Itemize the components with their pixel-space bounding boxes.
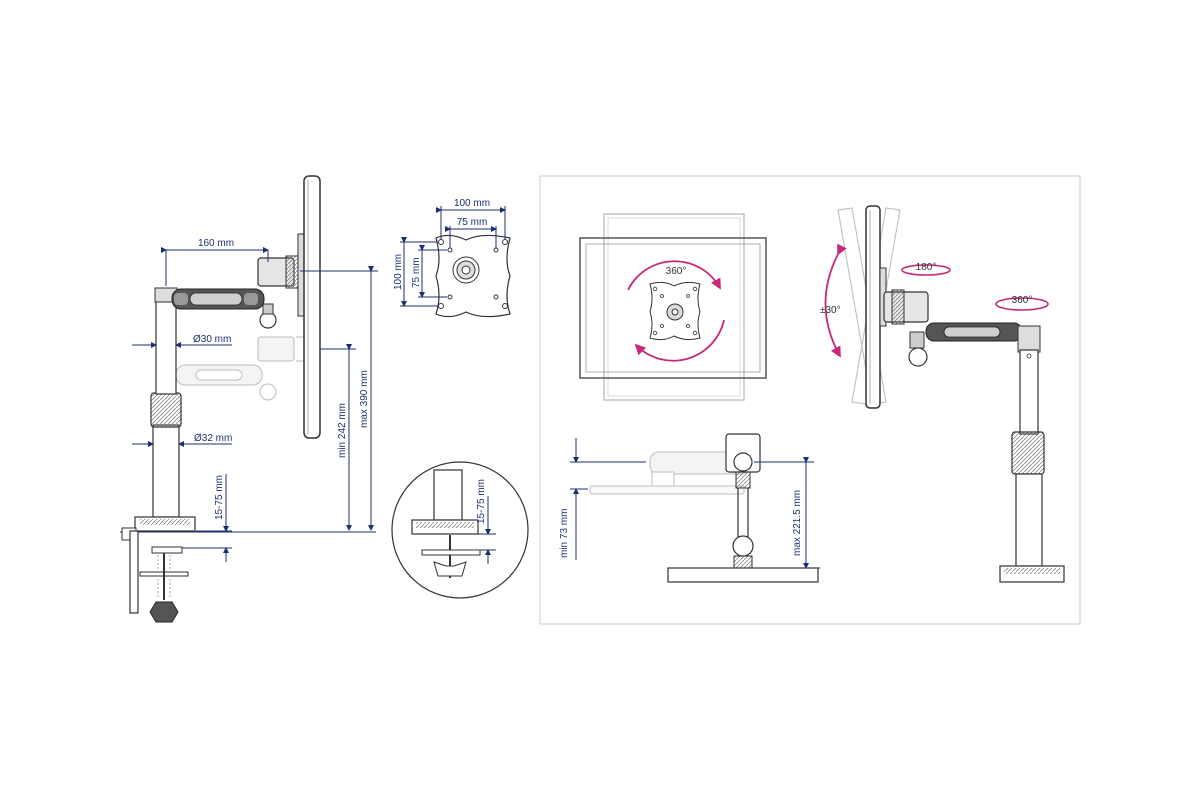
offset-min-label: min 73 mm bbox=[559, 509, 570, 558]
dim-offset-min: min 73 mm bbox=[559, 438, 646, 560]
front-rotation-view: 360° bbox=[579, 213, 767, 401]
vesa-outer-width-label: 100 mm bbox=[454, 198, 490, 209]
monitor-profile bbox=[303, 175, 321, 439]
ghost-arm-lower bbox=[175, 336, 310, 401]
side-view-drawing: 160 mm Ø30 mm Ø32 mm 15-75 mm min 242 mm bbox=[120, 175, 378, 623]
arm-side-view bbox=[925, 322, 1023, 342]
dim-vesa-outer-width: 100 mm bbox=[436, 198, 506, 240]
arm-rotation-label: 360° bbox=[1012, 295, 1033, 306]
upper-column bbox=[155, 299, 177, 395]
dim-height-max: max 390 mm bbox=[300, 266, 378, 531]
dim-detail-clamp-range: 15-75 mm bbox=[476, 479, 496, 564]
rotation-arrow-front bbox=[627, 260, 721, 291]
monitor-front bbox=[579, 237, 767, 379]
dim-diameter-lower: Ø32 mm bbox=[132, 433, 232, 447]
offset-max-label: max 221.5 mm bbox=[792, 490, 803, 556]
vesa-outer-height-label: 100 mm bbox=[393, 254, 404, 290]
swivel-label: 180° bbox=[916, 262, 937, 273]
swivel-arrow bbox=[901, 264, 951, 276]
rotation-front-label: 360° bbox=[666, 266, 687, 277]
height-min-label: min 242 mm bbox=[337, 403, 348, 458]
top-view-base bbox=[667, 567, 819, 583]
vesa-inner-width-label: 75 mm bbox=[457, 217, 488, 228]
detail-clamp-range-label: 15-75 mm bbox=[476, 479, 487, 524]
monitor-side bbox=[865, 205, 881, 409]
diameter-upper-label: Ø30 mm bbox=[193, 334, 231, 345]
dim-diameter-upper: Ø30 mm bbox=[132, 334, 232, 348]
side-rotation-view: ±30° 180° 360° bbox=[820, 205, 1065, 583]
arm-upper bbox=[171, 288, 265, 310]
clamp-detail-drawing: 15-75 mm bbox=[391, 461, 529, 599]
top-offset-view: min 73 mm max 221.5 mm bbox=[559, 433, 820, 583]
diameter-lower-label: Ø32 mm bbox=[194, 433, 232, 444]
height-grip-collar bbox=[150, 392, 182, 428]
arm-length-label: 160 mm bbox=[198, 238, 234, 249]
arm-rotation-arrow bbox=[995, 297, 1049, 311]
dim-vesa-inner-height: 75 mm bbox=[411, 245, 447, 298]
tilt-arrow bbox=[824, 243, 847, 358]
vesa-plate-drawing: 100 mm 75 mm 100 mm 75 mm bbox=[393, 198, 511, 318]
height-max-label: max 390 mm bbox=[359, 370, 370, 428]
lower-column bbox=[152, 424, 180, 518]
desk-clamp bbox=[121, 516, 196, 623]
tilt-label: ±30° bbox=[820, 305, 841, 316]
dim-offset-max: max 221.5 mm bbox=[754, 457, 820, 569]
dim-arm-length: 160 mm bbox=[161, 238, 269, 286]
dim-vesa-outer-height: 100 mm bbox=[393, 237, 438, 307]
dim-vesa-inner-width: 75 mm bbox=[445, 217, 497, 248]
dim-clamp-range: 15-75 mm bbox=[182, 474, 232, 562]
dim-height-min: min 242 mm bbox=[320, 344, 356, 531]
clamp-range-label: 15-75 mm bbox=[214, 475, 225, 520]
vesa-inner-height-label: 75 mm bbox=[411, 257, 422, 288]
